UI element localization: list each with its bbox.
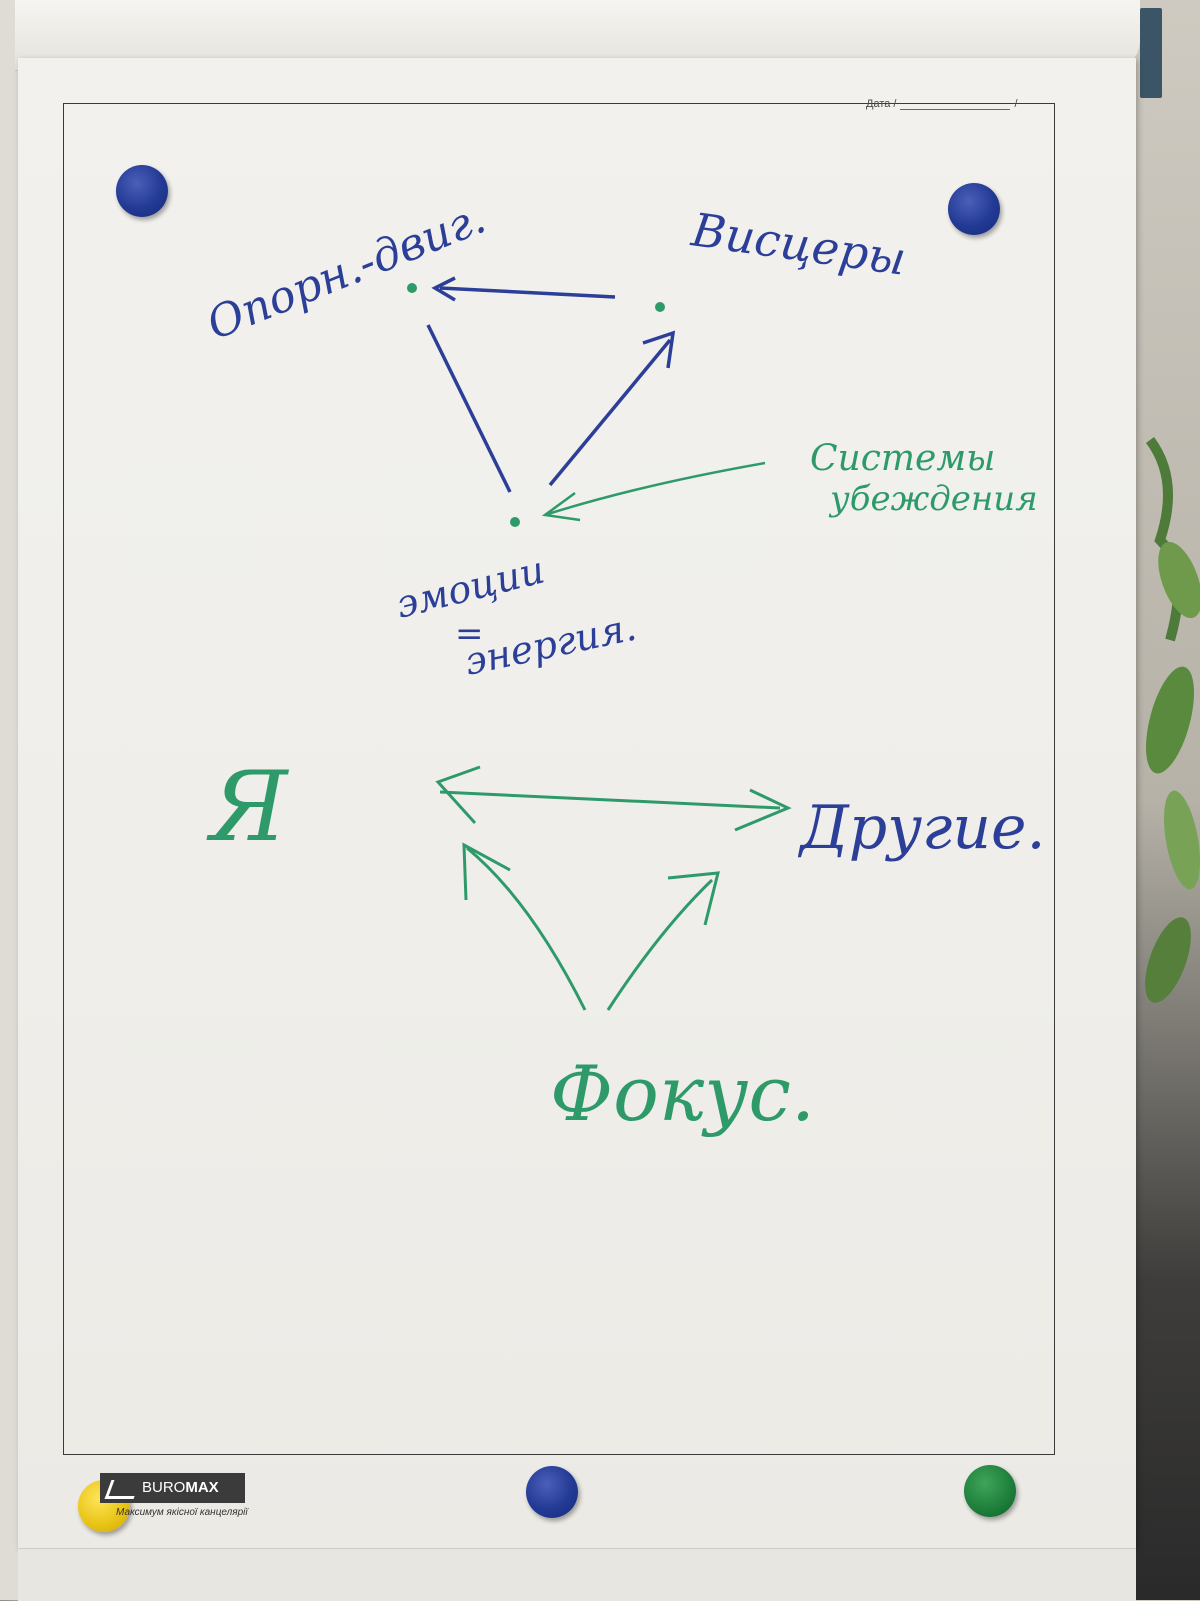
label-drugie: Другие. — [797, 793, 1046, 863]
label-focus: Фокус. — [550, 1049, 815, 1138]
label-energy: энергия. — [461, 605, 640, 684]
sheet-stack-edge — [18, 1548, 1136, 1601]
edge-left — [426, 324, 512, 493]
node-top-right — [655, 302, 665, 312]
sheet-border — [63, 103, 1055, 1455]
magnet-top-right[interactable] — [948, 183, 1000, 235]
label-opornodvig: Опорн.-двиг. — [200, 192, 493, 350]
logo-tagline: Максимум якісної канцелярії — [116, 1507, 248, 1518]
arrow-ya-drugie — [439, 790, 781, 810]
date-field: Дата / / — [866, 98, 1018, 110]
date-label: Дата / — [866, 98, 897, 110]
arrow-focus-to-drugie — [606, 878, 714, 1011]
buromax-logo: BUROMAX Максимум якісної канцелярії — [100, 1473, 248, 1529]
label-beliefs: убеждения — [828, 479, 1038, 519]
label-visceri: Висцеры — [687, 202, 909, 286]
top-diagram: Опорн.-двиг. Висцеры эмоции = энергия. С… — [200, 192, 1038, 683]
arrow-head-right-drugie — [734, 788, 792, 832]
bottom-diagram: Я Другие. Фокус. — [206, 751, 1046, 1138]
arrow-head-left — [431, 276, 456, 302]
arrow-head-up-right — [642, 330, 676, 369]
logo-brand-suffix: MAX — [185, 1479, 219, 1496]
flipchart-sheet — [18, 58, 1136, 1548]
date-rule — [900, 109, 1011, 110]
logo-brand-prefix: BURO — [142, 1479, 186, 1496]
label-ya: Я — [206, 751, 290, 863]
board-clamp — [1140, 8, 1162, 98]
arrow-visceri-to-opornodvig — [439, 286, 616, 299]
magnet-bottom-center[interactable] — [526, 1466, 578, 1518]
arrow-head-drugie — [667, 871, 720, 926]
plant-leaves — [1145, 437, 1200, 1003]
magnet-bottom-right[interactable] — [964, 1465, 1016, 1517]
logo-badge: BUROMAX — [100, 1473, 245, 1503]
arrow-head-beliefs — [541, 491, 581, 522]
node-top-left — [407, 283, 417, 293]
node-bottom — [510, 517, 520, 527]
arrow-beliefs-to-emotions — [547, 461, 766, 516]
label-equals: = — [455, 614, 484, 654]
arrow-head-left-ya — [435, 765, 481, 825]
arrow-head-ya — [462, 842, 511, 901]
magnet-top-left[interactable] — [116, 165, 168, 217]
label-systems: Системы — [810, 438, 996, 479]
arrow-focus-to-ya — [466, 846, 587, 1011]
arrow-to-visceri — [548, 338, 672, 487]
date-suffix: / — [1014, 98, 1018, 110]
